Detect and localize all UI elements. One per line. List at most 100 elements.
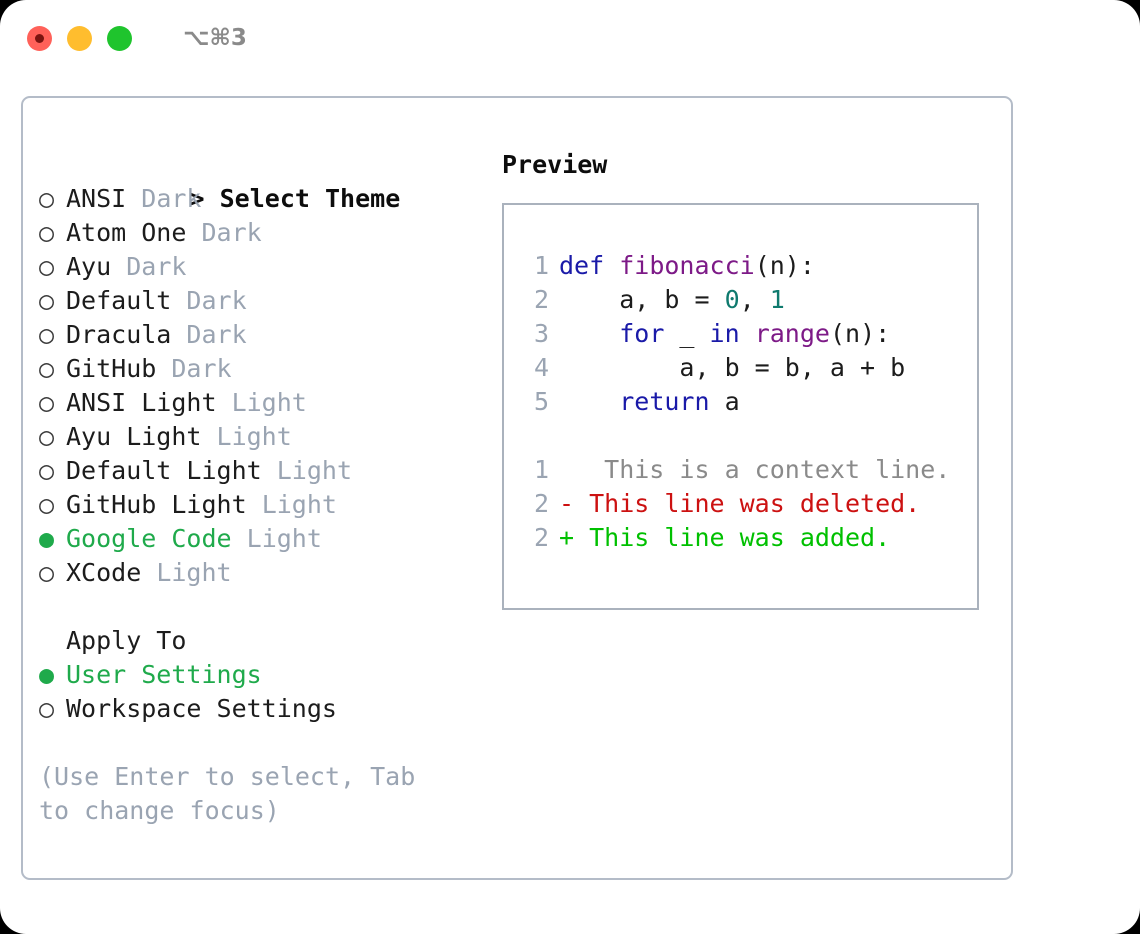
apply-to-section: Apply To ● User Settings ○Workspace Settin… [39,624,499,726]
theme-option-atom-one[interactable]: ○ Atom One Dark [39,216,499,250]
code-token: for [619,319,665,348]
diff-line-text: This is a context line. [559,455,951,484]
select-theme-header-label: Select Theme [219,184,401,213]
code-diff-separator [504,419,977,453]
theme-option-label: Google Code [66,524,232,553]
theme-option-label: Ayu [66,252,112,281]
apply-to-option-user-settings[interactable]: ● User Settings [39,658,499,692]
theme-option-label: Default [66,286,172,315]
code-token: return [619,387,710,416]
radio-unselected-icon: ○ [39,184,55,213]
code-token [740,319,755,348]
code-token: , [739,285,770,314]
theme-option-ansi[interactable]: ○ANSI Dark [39,182,499,216]
theme-option-ayu-light[interactable]: ○Ayu Light Light [39,420,499,454]
theme-option-label: ANSI Light [66,388,217,417]
code-token: (n): [754,251,815,280]
theme-option-label: GitHub [66,354,157,383]
preview-title: Preview [502,150,608,179]
code-line-number: 3 [533,319,549,348]
radio-unselected-icon: ○ [39,490,55,519]
theme-option-github-light[interactable]: ○ GitHub Light Light [39,488,499,522]
radio-unselected-icon: ○ [39,286,55,315]
code-line: 1 def fibonacci(n): [504,249,977,283]
code-line: 4 a, b = b, a + b [504,351,977,385]
radio-unselected-icon: ○ [39,320,55,349]
radio-unselected-icon: ○ [39,388,55,417]
code-line-number: 2 [533,285,549,314]
code-token: def [559,251,605,280]
theme-option-variant: Light [231,388,307,417]
code-token: fibonacci [619,251,755,280]
code-token: a [709,387,740,416]
theme-option-variant: Light [261,490,337,519]
close-button-icon[interactable] [27,25,52,51]
code-line: 3 for _ in range(n): [504,317,977,351]
radio-selected-icon: ● [39,524,55,553]
theme-option-ayu[interactable]: ○ Ayu Dark [39,250,499,284]
theme-option-variant: Light [216,422,292,451]
apply-to-option-label: User Settings [66,660,262,689]
diff-line-add: 2 + This line was added. [504,521,977,555]
diff-line-number: 2 [533,489,549,518]
apply-to-option-label: Workspace Settings [66,694,337,723]
theme-option-label: XCode [66,558,142,587]
code-line-number: 5 [533,387,549,416]
theme-option-xcode[interactable]: ○ XCode Light [39,556,499,590]
radio-selected-icon: ● [39,660,55,689]
code-token: range [754,319,830,348]
theme-list: ○ANSI Dark○Atom One Dark○Ayu Dark○Defaul… [39,182,499,590]
diff-line-number: 1 [533,455,549,484]
theme-option-ansi-light[interactable]: ○ ANSI Light Light [39,386,499,420]
code-token: a, b = b, a + b [559,353,906,382]
select-theme-header: > Select Theme [39,148,499,213]
radio-unselected-icon: ○ [39,354,55,383]
theme-option-variant: Light [276,456,352,485]
theme-option-label: Ayu Light [66,422,202,451]
theme-option-label: Default Light [66,456,262,485]
theme-option-variant: Dark [141,184,202,213]
apply-to-header: Apply To [66,626,187,655]
theme-option-github[interactable]: ○ GitHub Dark [39,352,499,386]
code-token: 0 [724,285,740,314]
diff-sample: 1 This is a context line.2- This line wa… [504,453,977,555]
code-token: (n): [829,319,891,348]
apply-to-option-workspace-settings[interactable]: ○Workspace Settings [39,692,499,726]
code-line-number: 1 [533,251,549,280]
theme-option-default-light[interactable]: ○ Default Light Light [39,454,499,488]
code-token: 1 [769,285,785,314]
radio-unselected-icon: ○ [39,252,55,281]
code-token: in [709,319,740,348]
theme-option-label: Atom One [66,218,187,247]
maximize-button-icon[interactable] [107,25,132,51]
code-token: a, b = [559,285,725,314]
code-token [559,387,619,416]
theme-option-dracula[interactable]: ○Dracula Dark [39,318,499,352]
radio-unselected-icon: ○ [39,218,55,247]
keyboard-shortcut-label: ⌥⌘3 [183,25,247,51]
code-token [559,319,619,348]
theme-option-default[interactable]: ○Default Dark [39,284,499,318]
theme-option-label: GitHub Light [66,490,247,519]
minimize-button-icon[interactable] [67,25,92,51]
diff-line-text: - This line was deleted. [559,489,921,518]
diff-line-number: 2 [533,523,549,552]
theme-option-variant: Light [156,558,232,587]
theme-option-variant: Dark [126,252,187,281]
radio-unselected-icon: ○ [39,456,55,485]
diff-line-text: + This line was added. [559,523,891,552]
theme-option-variant: Dark [201,218,262,247]
theme-option-variant: Dark [171,354,232,383]
code-token: _ [664,319,710,348]
theme-option-google-code[interactable]: ● Google Code Light [39,522,499,556]
theme-option-variant: Dark [186,320,247,349]
code-line-number: 4 [533,353,549,382]
theme-option-variant: Light [246,524,322,553]
apply-to-list: ● User Settings ○Workspace Settings [39,658,499,726]
diff-line-ctx: 1 This is a context line. [504,453,977,487]
radio-unselected-icon: ○ [39,558,55,587]
code-token [604,251,619,280]
code-line: 2 a, b = 0, 1 [504,283,977,317]
